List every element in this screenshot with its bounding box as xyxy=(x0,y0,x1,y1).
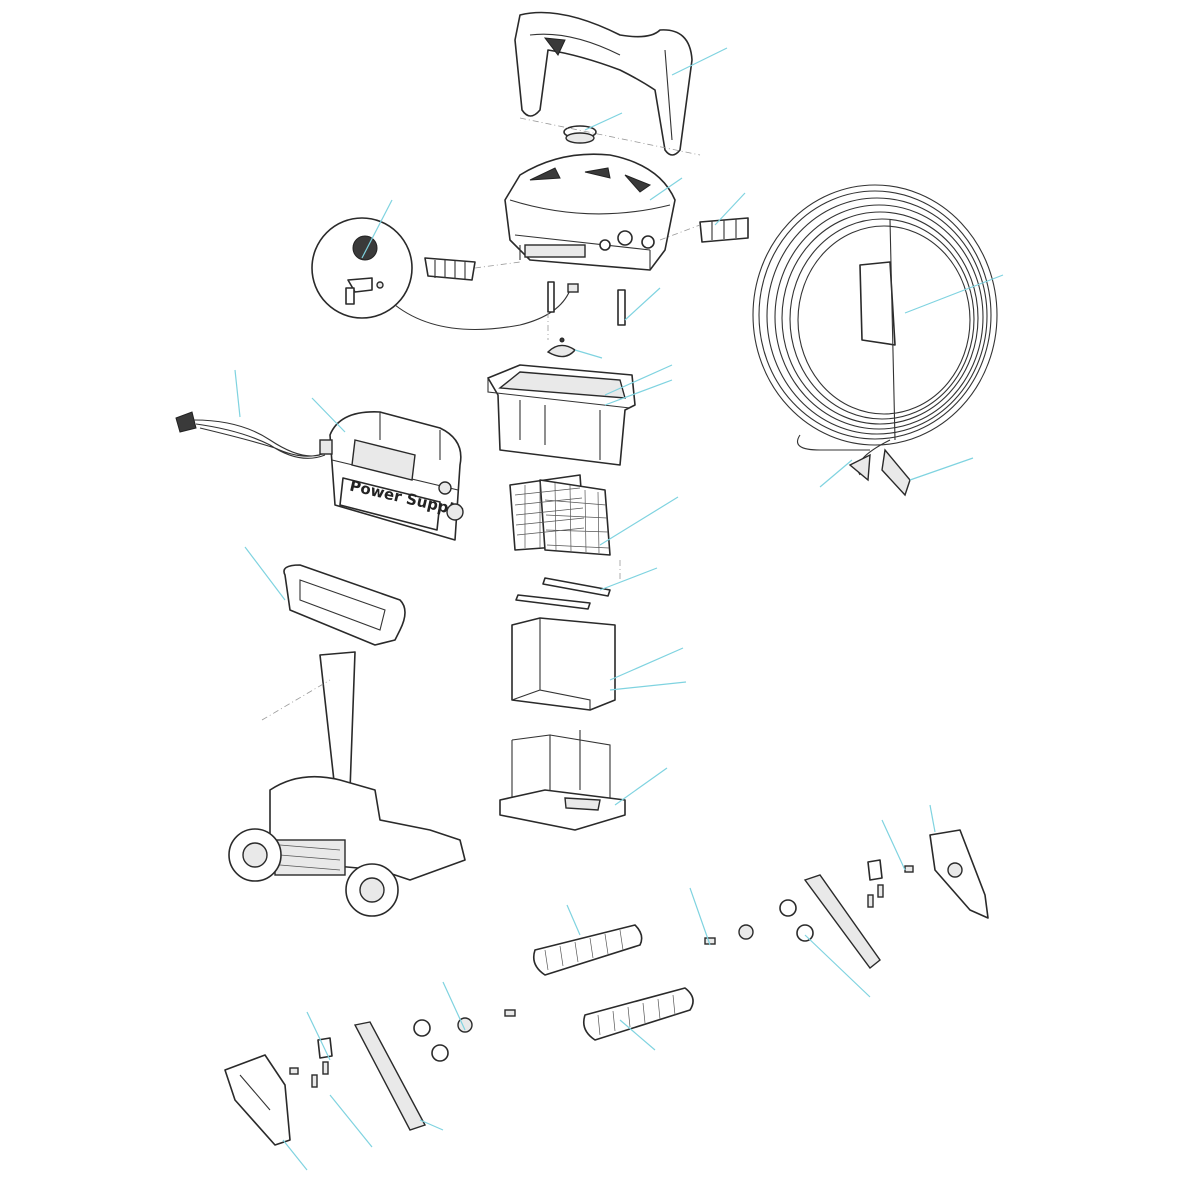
transport-caddy xyxy=(228,564,466,917)
side-grille-left xyxy=(424,257,476,281)
filter-clips xyxy=(515,577,611,610)
detail-inset xyxy=(311,217,571,330)
robot-top-cover xyxy=(504,153,676,271)
leader-line xyxy=(609,647,684,681)
leader-line xyxy=(929,804,936,833)
leader-line xyxy=(361,199,393,259)
leader-line xyxy=(614,767,668,806)
filter-cover xyxy=(511,617,616,711)
leader-line xyxy=(619,1019,656,1051)
leader-line xyxy=(714,192,746,226)
leader-line xyxy=(819,459,853,488)
leader-line xyxy=(566,904,581,936)
leader-line xyxy=(649,177,683,201)
leader-line xyxy=(584,112,623,131)
leader-line xyxy=(604,379,673,406)
leader-line xyxy=(282,1139,308,1171)
bracket-pins xyxy=(547,281,626,326)
leader-line xyxy=(419,1119,444,1131)
leader-line xyxy=(909,457,974,481)
side-panel-left xyxy=(224,1054,291,1146)
leader-line xyxy=(599,496,679,546)
leader-line xyxy=(599,567,658,591)
leader-line xyxy=(306,1011,331,1061)
top-handle xyxy=(514,11,693,156)
leader-line xyxy=(244,546,286,601)
leader-line xyxy=(609,681,687,691)
leader-line xyxy=(904,274,1004,314)
brush-upper xyxy=(532,924,643,976)
side-grille-right xyxy=(699,217,749,243)
power-supply: Power Supply xyxy=(319,411,465,541)
cable-reel xyxy=(752,184,998,497)
brush-lower xyxy=(582,987,694,1041)
leader-line xyxy=(804,934,871,998)
filter-cap xyxy=(563,125,597,144)
track-right xyxy=(803,874,881,970)
impeller xyxy=(546,337,577,358)
leader-line xyxy=(671,47,728,76)
leader-line xyxy=(689,887,711,946)
alignment-lines xyxy=(261,117,701,721)
leader-line xyxy=(234,369,241,418)
side-panel-right xyxy=(929,829,989,919)
leader-line xyxy=(311,397,346,433)
filter-base xyxy=(499,730,626,831)
leader-line xyxy=(574,349,603,359)
leader-lines xyxy=(234,47,1004,1171)
leader-line xyxy=(604,364,673,396)
filter-basket xyxy=(509,474,611,556)
leader-line xyxy=(624,287,661,321)
leader-line xyxy=(442,981,466,1031)
leader-line xyxy=(881,819,906,871)
motor-unit xyxy=(487,364,636,466)
track-left xyxy=(353,1021,427,1131)
leader-line xyxy=(329,1094,373,1148)
power-cord xyxy=(175,411,329,459)
